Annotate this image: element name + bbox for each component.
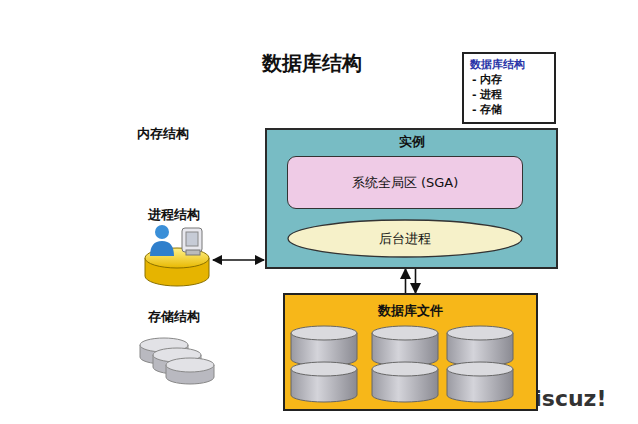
cylinder-top xyxy=(291,362,357,376)
box-heading: 数据库文件 xyxy=(285,302,536,320)
process-link-arrow xyxy=(213,259,264,261)
cylinder-top xyxy=(447,326,513,340)
cylinder-top xyxy=(372,362,438,376)
box-heading: 实例 xyxy=(267,133,556,151)
section-label: 进程结构 xyxy=(148,206,200,224)
node-text: 系统全局区 (SGA) xyxy=(352,174,459,192)
cylinder-top xyxy=(291,326,357,340)
ellipse-outline xyxy=(288,220,522,257)
cylinder-top xyxy=(447,362,513,376)
legend-box: 数据库结构- 内存- 进程- 存储 xyxy=(462,52,556,124)
diagram-title: 数据库结构 xyxy=(262,50,362,77)
process-icon xyxy=(145,225,209,286)
database-files-box: 数据库文件 xyxy=(283,293,538,411)
cylinder-top xyxy=(372,326,438,340)
node-text: 后台进程 xyxy=(379,230,431,248)
sga-box: 系统全局区 (SGA) xyxy=(287,156,523,209)
process-ellipse: 后台进程 xyxy=(287,219,523,258)
legend-item: - 存储 xyxy=(470,102,548,117)
connector-arrow xyxy=(415,269,417,293)
instance-box: 实例系统全局区 (SGA) 后台进程 xyxy=(265,128,558,269)
connector-arrow xyxy=(405,269,407,293)
section-label: 内存结构 xyxy=(137,125,189,143)
storage-icon xyxy=(140,338,214,384)
legend-item: - 内存 xyxy=(470,72,548,87)
legend-heading: 数据库结构 xyxy=(470,57,548,72)
section-label: 存储结构 xyxy=(148,308,200,326)
legend-item: - 进程 xyxy=(470,87,548,102)
